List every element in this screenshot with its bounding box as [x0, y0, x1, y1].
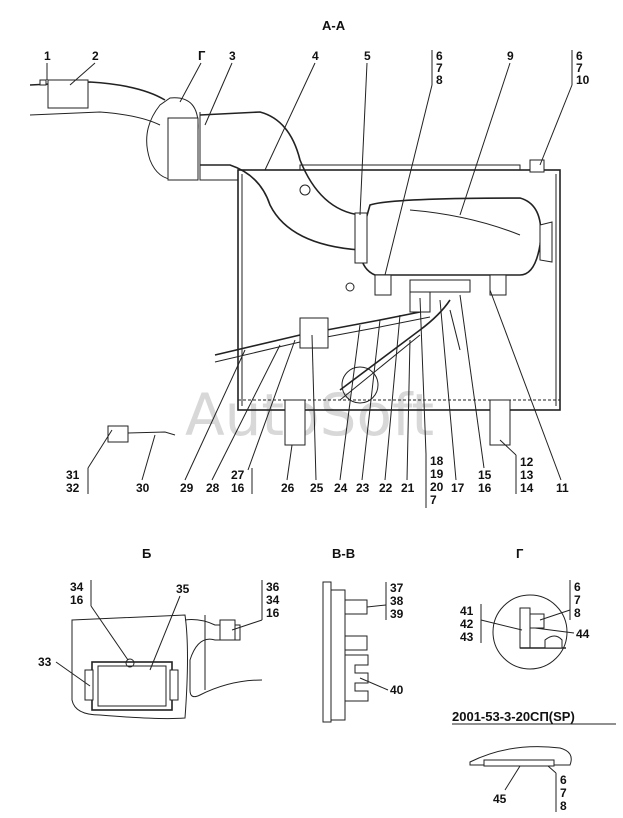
detail-g-stack-6-7-8: 6 7 8 — [539, 580, 581, 621]
svg-text:7: 7 — [576, 61, 583, 75]
svg-text:8: 8 — [574, 606, 581, 620]
label-11: 11 — [556, 481, 569, 495]
label-25: 25 — [310, 481, 324, 495]
stack-12-13-14: 12 13 14 — [515, 455, 534, 495]
view-b-geometry — [71, 614, 263, 720]
view-b-stack-36-34-16: 36 34 16 — [231, 580, 280, 631]
stack-6-7-8-top: 6 7 8 — [436, 49, 443, 87]
svg-text:6: 6 — [576, 49, 583, 63]
detail-g-marker: Г — [198, 48, 206, 63]
svg-text:32: 32 — [66, 481, 80, 495]
svg-text:15: 15 — [478, 468, 492, 482]
svg-text:20: 20 — [430, 480, 444, 494]
svg-text:27: 27 — [231, 468, 245, 482]
label-9: 9 — [507, 49, 514, 63]
bottom-detail-geometry — [469, 746, 572, 767]
svg-text:6: 6 — [574, 580, 581, 594]
stack-27-16: 27 16 — [231, 468, 253, 495]
svg-text:34: 34 — [266, 593, 280, 607]
svg-text:19: 19 — [430, 467, 444, 481]
svg-text:18: 18 — [430, 454, 444, 468]
stack-31-32: 31 32 — [66, 429, 113, 495]
label-24: 24 — [334, 481, 348, 495]
svg-text:12: 12 — [520, 455, 534, 469]
section-aa-title: А-А — [322, 18, 346, 33]
stack-18-19-20-7: 18 19 20 7 — [425, 454, 444, 508]
svg-text:16: 16 — [478, 481, 492, 495]
svg-text:42: 42 — [460, 617, 474, 631]
svg-text:31: 31 — [66, 468, 80, 482]
svg-text:16: 16 — [231, 481, 245, 495]
svg-text:39: 39 — [390, 607, 404, 621]
svg-text:38: 38 — [390, 594, 404, 608]
label-22: 22 — [379, 481, 393, 495]
bottom-detail-stack-6-7-8: 6 7 8 — [547, 765, 567, 813]
svg-text:8: 8 — [560, 799, 567, 813]
svg-text:7: 7 — [436, 61, 443, 75]
svg-text:41: 41 — [460, 604, 474, 618]
svg-text:14: 14 — [520, 481, 534, 495]
svg-text:6: 6 — [560, 773, 567, 787]
section-vv-geometry — [322, 581, 369, 723]
label-4: 4 — [312, 49, 319, 63]
label-17: 17 — [451, 481, 465, 495]
svg-text:13: 13 — [520, 468, 534, 482]
label-23: 23 — [356, 481, 370, 495]
label-2: 2 — [92, 49, 99, 63]
svg-text:8: 8 — [436, 73, 443, 87]
detail-g-geometry — [492, 594, 568, 670]
watermark: AutoSoft — [185, 381, 434, 449]
label-5: 5 — [364, 49, 371, 63]
svg-text:34: 34 — [70, 580, 84, 594]
section-vv-title: В-В — [332, 546, 355, 561]
bottom-leaders — [141, 289, 562, 481]
label-29: 29 — [180, 481, 194, 495]
view-b-label-35: 35 — [176, 582, 190, 596]
top-leaders — [46, 50, 573, 276]
drawing-code: 2001-53-3-20СП(SP) — [452, 709, 575, 724]
label-26: 26 — [281, 481, 295, 495]
section-aa-geometry — [29, 79, 561, 446]
view-b-label-33: 33 — [38, 655, 52, 669]
svg-text:37: 37 — [390, 581, 404, 595]
view-b-stack-34-16: 34 16 — [70, 580, 129, 661]
svg-text:36: 36 — [266, 580, 280, 594]
svg-text:6: 6 — [436, 49, 443, 63]
svg-text:16: 16 — [70, 593, 84, 607]
stack-15-16: 15 16 — [478, 468, 492, 495]
section-vv-label-40: 40 — [390, 683, 404, 697]
label-1: 1 — [44, 49, 51, 63]
bottom-detail-label-45: 45 — [493, 792, 507, 806]
svg-text:43: 43 — [460, 630, 474, 644]
svg-text:7: 7 — [560, 786, 567, 800]
svg-text:10: 10 — [576, 73, 590, 87]
detail-g-label-44: 44 — [576, 627, 590, 641]
section-vv-stack-37-38-39: 37 38 39 — [366, 581, 404, 621]
label-30: 30 — [136, 481, 150, 495]
label-28: 28 — [206, 481, 220, 495]
stack-6-7-10-top: 6 7 10 — [576, 49, 590, 87]
view-b-title: Б — [142, 546, 151, 561]
svg-text:7: 7 — [574, 593, 581, 607]
detail-g-title: Г — [516, 546, 524, 561]
svg-text:7: 7 — [430, 493, 437, 507]
detail-g-stack-41-42-43: 41 42 43 — [460, 604, 523, 644]
label-21: 21 — [401, 481, 415, 495]
svg-text:16: 16 — [266, 606, 280, 620]
label-3: 3 — [229, 49, 236, 63]
